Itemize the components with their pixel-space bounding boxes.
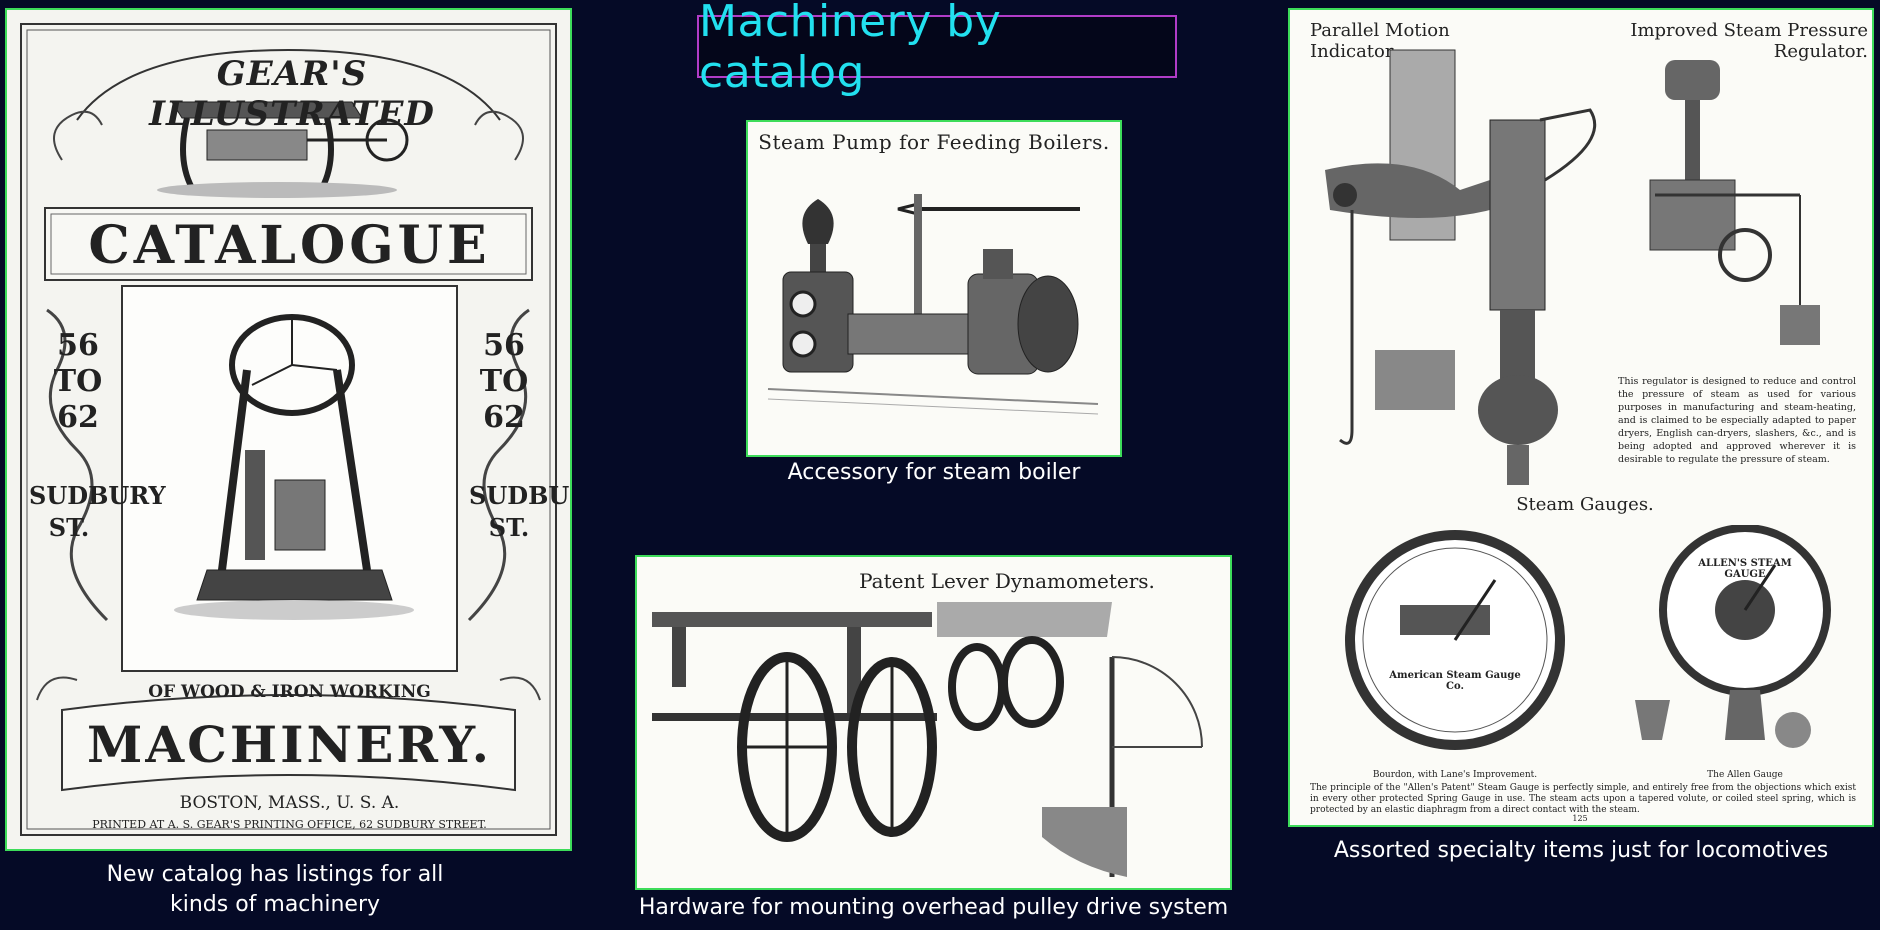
dynamometer-heading: Patent Lever Dynamometers. [859, 569, 1155, 593]
steam-pump-panel: Steam Pump for Feeding Boilers. [746, 120, 1122, 457]
catalog-top-text: GEAR'S ILLUSTRATED [149, 54, 435, 134]
upright-engine-drawing [174, 314, 414, 620]
gauge-right-label: The Allen Gauge [1707, 770, 1783, 780]
dynamometer-caption: Hardware for mounting overhead pulley dr… [638, 895, 1229, 920]
table-saw-drawing [157, 101, 409, 198]
gauges-drawing [1345, 525, 1831, 750]
gauge-footer-text: The principle of the "Allen's Patent" St… [1310, 783, 1856, 815]
catalog-left-street: SUDBURY ST. [29, 481, 166, 542]
bourdon-gauge [1345, 530, 1565, 750]
gauges-heading: Steam Gauges. [1516, 494, 1654, 515]
indicator-regulator-drawing [1325, 49, 1820, 485]
catalog-caption: New catalog has listings for all kinds o… [60, 860, 490, 920]
catalog-right-street: SUDBURY ST. [469, 481, 570, 542]
indicator-heading: Parallel Motion Indicator. [1310, 20, 1450, 62]
catalog-right-numbers: 56 TO 62 [479, 328, 529, 435]
catalog-left-numbers: 56 TO 62 [53, 328, 103, 435]
title-box: Machinery by catalog [697, 0, 1177, 98]
gauge-right-face-text: ALLEN'S STEAM GAUGE [1698, 558, 1792, 580]
catalog-cover-engraving [20, 23, 557, 836]
catalog-printer: PRINTED AT A. S. GEAR'S PRINTING OFFICE,… [92, 818, 487, 831]
specialty-caption: Assorted specialty items just for locomo… [1333, 838, 1829, 863]
page-number: 125 [1572, 814, 1588, 823]
catalog-caption-line2: kinds of machinery [169, 892, 381, 917]
dynamometer-panel: Patent Lever Dynamometers. [635, 555, 1232, 890]
catalog-bottom-text: MACHINERY. [86, 715, 493, 774]
dynamometer-drawing [652, 602, 1203, 877]
catalog-cover-panel: GEAR'S ILLUSTRATED CATALOGUE 56 TO 62 56… [5, 8, 572, 851]
gauge-left-label: Bourdon, with Lane's Improvement. [1372, 770, 1538, 780]
catalog-city: BOSTON, MASS., U. S. A. [179, 793, 400, 813]
regulator-description: This regulator is designed to reduce and… [1618, 376, 1856, 465]
catalog-caption-line1: New catalog has listings for all [106, 862, 444, 887]
regulator-heading: Improved Steam Pressure Regulator. [1630, 20, 1868, 62]
catalog-main-text: CATALOGUE [88, 215, 491, 276]
catalog-of-text: OF WOOD & IRON WORKING [148, 682, 431, 702]
steam-pump-heading: Steam Pump for Feeding Boilers. [758, 130, 1110, 154]
steam-pump-drawing [767, 194, 1099, 415]
specialty-panel: Parallel Motion Indicator. Improved Stea… [1288, 8, 1874, 827]
gauge-left-face-text: American Steam Gauge Co. [1389, 670, 1521, 692]
page-title: Machinery by catalog [699, 0, 1002, 98]
allen-gauge [1635, 525, 1831, 748]
steam-pump-caption: Accessory for steam boiler [787, 460, 1081, 485]
